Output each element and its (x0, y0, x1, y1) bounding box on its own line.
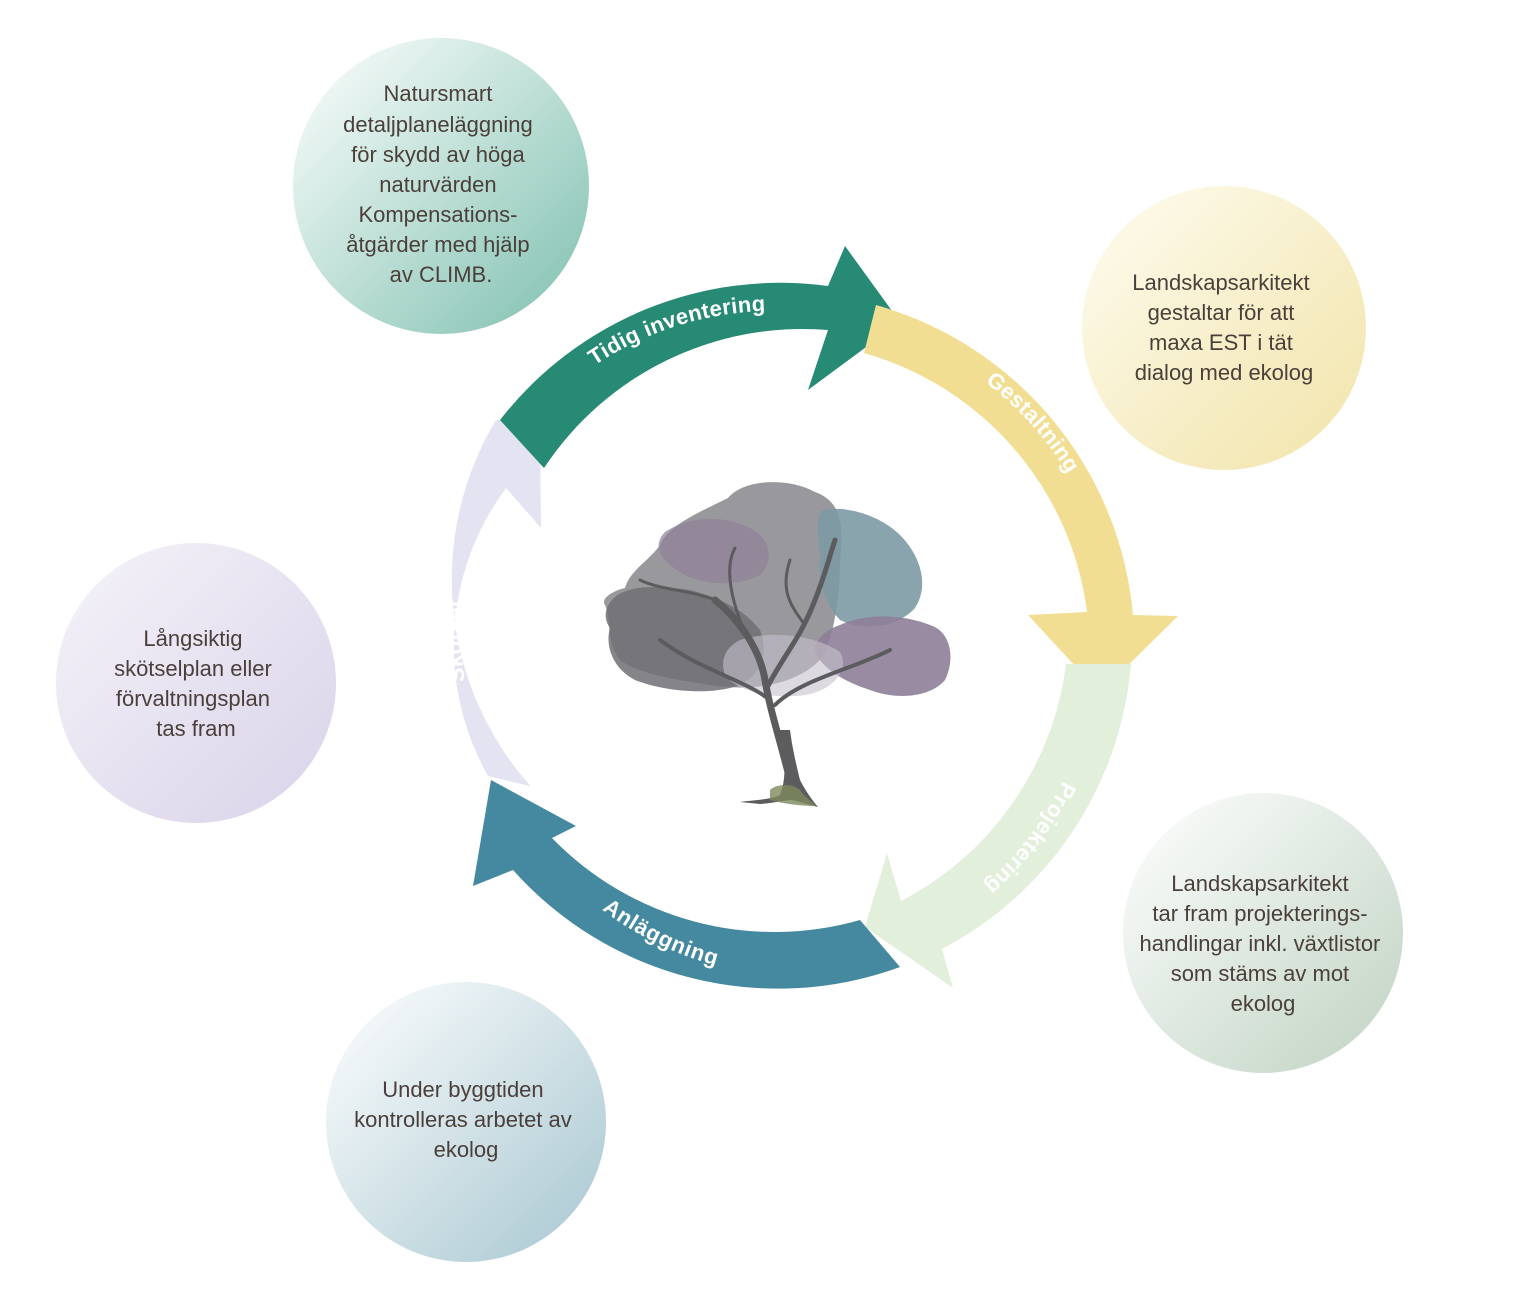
bubble-skotsel: Långsiktig skötselplan eller förvaltning… (56, 543, 336, 823)
bubble-projektering: Landskapsarkitekt tar fram projekterings… (1123, 793, 1403, 1073)
bubble-line: tar fram projekterings- (1152, 901, 1367, 926)
bubble-text-projektering: Landskapsarkitekt tar fram projekterings… (1139, 871, 1386, 1016)
bubble-line: som stäms av mot (1171, 961, 1349, 986)
bubble-line: handlingar inkl. växtlistor (1139, 931, 1380, 956)
bubble-line: tas fram (156, 716, 235, 741)
bubble-text-gestaltning: Landskapsarkitekt gestaltar för att maxa… (1132, 270, 1315, 385)
bubble-line: skötselplan eller (114, 656, 272, 681)
bubble-line: Landskapsarkitekt (1132, 270, 1309, 295)
bubble-line: maxa EST i tät (1149, 330, 1293, 355)
bubble-text-skotsel: Långsiktig skötselplan eller förvaltning… (114, 626, 278, 741)
bubble-gestaltning: Landskapsarkitekt gestaltar för att maxa… (1082, 186, 1366, 470)
tree-branches (638, 537, 892, 784)
arrow-tidig-inventering (500, 246, 900, 468)
bubble-line: ekolog (1231, 991, 1296, 1016)
arrow-projektering (865, 664, 1131, 988)
label-skotsel: Skötsel (441, 599, 469, 684)
bubble-line: ekolog (434, 1137, 499, 1162)
label-text: Skötsel (441, 599, 469, 684)
bubble-line: Under byggtiden (382, 1077, 543, 1102)
bubble-anlaggning: Under byggtiden kontrolleras arbetet av … (326, 982, 606, 1262)
bubble-line: av CLIMB. (390, 262, 493, 287)
tree-canopy-purple-left (658, 518, 769, 584)
bubble-text-anlaggning: Under byggtiden kontrolleras arbetet av … (354, 1077, 578, 1162)
bubble-line: detaljplaneläggning (343, 112, 533, 137)
bubble-line: Landskapsarkitekt (1171, 871, 1348, 896)
arrow-gestaltning (864, 305, 1178, 693)
arrow-skotsel (451, 420, 541, 787)
arrow-anlaggning (473, 780, 900, 989)
bubble-line: Långsiktig (143, 626, 242, 651)
tree-canopy-teal (817, 508, 923, 627)
bubble-text-tidig-inventering: Natursmart detaljplaneläggning för skydd… (343, 81, 539, 287)
bubble-line: Natursmart (384, 81, 493, 106)
tree-trunk (740, 730, 818, 807)
tree-roots (770, 785, 816, 806)
tree-canopy-purple-right (815, 616, 951, 696)
bubble-line: åtgärder med hjälp (346, 232, 529, 257)
bubble-line: dialog med ekolog (1135, 360, 1314, 385)
bubble-tidig-inventering: Natursmart detaljplaneläggning för skydd… (293, 38, 589, 334)
bubble-line: naturvärden (379, 172, 496, 197)
bubble-line: för skydd av höga (351, 142, 525, 167)
bubble-line: kontrolleras arbetet av (354, 1107, 572, 1132)
bubble-line: Kompensations- (358, 202, 517, 227)
bubble-line: gestaltar för att (1148, 300, 1295, 325)
tree-illustration (604, 482, 951, 807)
bubble-line: förvaltningsplan (116, 686, 270, 711)
